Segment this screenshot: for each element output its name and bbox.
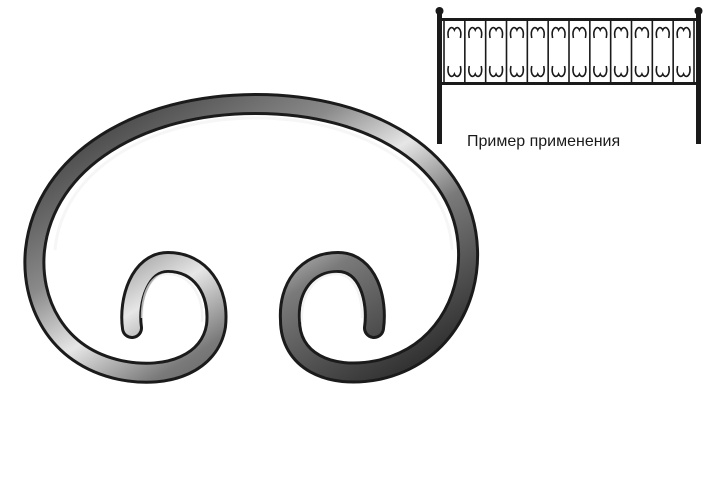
fence-scroll-bottom xyxy=(488,65,504,78)
fence-scroll-top xyxy=(655,26,670,39)
fence-scroll-top xyxy=(447,26,462,39)
fence-scroll-top xyxy=(676,26,691,39)
fence-scroll-bottom xyxy=(530,65,545,78)
fence-scroll-top xyxy=(572,26,587,39)
fence-scroll-bottom xyxy=(509,65,525,78)
fence-scroll-bottom xyxy=(634,65,650,78)
fence-scroll-bottom xyxy=(468,65,483,78)
fence-scroll-top xyxy=(634,26,650,39)
fence-scroll-top xyxy=(530,26,545,39)
fence-scroll-top xyxy=(509,26,525,39)
fence-scroll-top xyxy=(551,26,566,39)
fence-scroll-bottom xyxy=(572,65,587,78)
fence-scroll-bottom xyxy=(551,65,566,78)
fence-example-image xyxy=(435,7,703,144)
caption-example-of-use: Пример применения xyxy=(467,133,621,150)
fence-scroll-bottom xyxy=(593,65,608,78)
fence-scroll-bottom xyxy=(613,65,629,78)
fence-scroll-top xyxy=(468,26,483,39)
fence-scroll-bottom xyxy=(447,65,462,78)
fence-scroll-top xyxy=(488,26,504,39)
fence-scroll-bottom xyxy=(655,65,670,78)
fence-scroll-top xyxy=(613,26,629,39)
fence-scroll-bottom xyxy=(676,65,691,78)
fence-scroll-top xyxy=(593,26,608,39)
